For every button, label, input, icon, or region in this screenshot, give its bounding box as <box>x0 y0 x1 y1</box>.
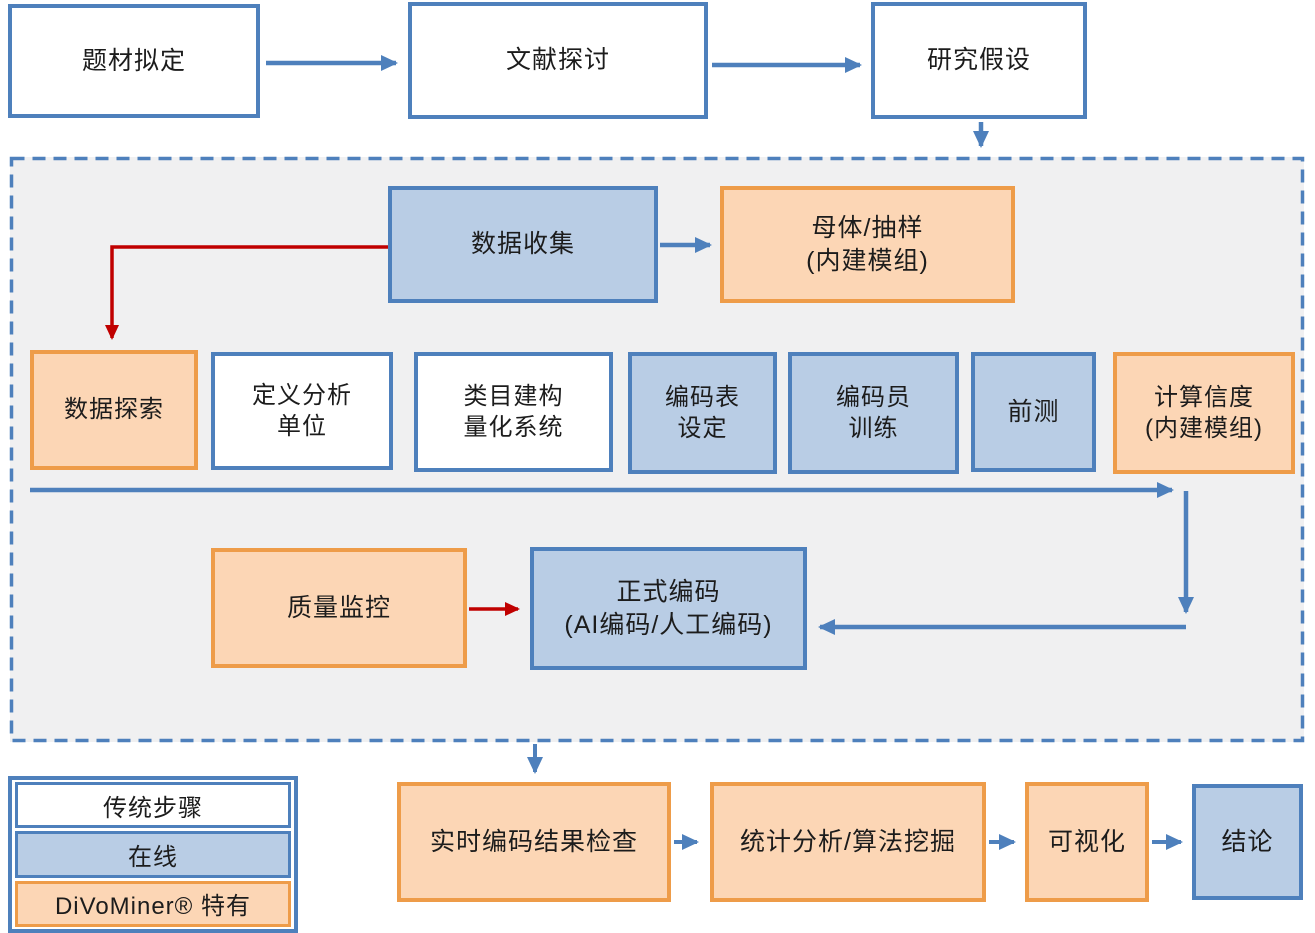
node-quality-monitoring-label: 质量监控 <box>286 593 391 622</box>
legend: 传统步骤 在线 DiVoMiner® 特有 <box>8 776 298 933</box>
node-reliability: 计算信度 (内建模组) <box>1113 352 1295 474</box>
node-codebook-setup: 编码表 设定 <box>628 352 777 474</box>
node-codebook-setup-line2: 设定 <box>677 415 728 442</box>
node-formal-coding-line2: (AI编码/人工编码) <box>564 610 773 639</box>
node-data-collection: 数据收集 <box>388 186 658 303</box>
node-realtime-coding-check-label: 实时编码结果检查 <box>429 827 638 856</box>
node-pretest-label: 前测 <box>1007 397 1060 426</box>
legend-traditional-steps: 传统步骤 <box>15 782 291 829</box>
node-define-analysis-unit-line1: 定义分析 <box>252 381 352 409</box>
node-literature-review-label: 文献探讨 <box>505 46 610 75</box>
node-category-construction-line1: 类目建构 <box>463 382 564 410</box>
node-research-hypothesis-label: 研究假设 <box>926 46 1031 75</box>
node-data-exploration: 数据探索 <box>30 350 198 470</box>
legend-online: 在线 <box>15 831 291 878</box>
node-category-construction-line2: 量化系统 <box>463 414 564 441</box>
node-visualization: 可视化 <box>1025 782 1149 902</box>
node-data-exploration-label: 数据探索 <box>64 396 164 424</box>
node-population-sampling: 母体/抽样 (内建模组) <box>720 186 1015 303</box>
node-realtime-coding-check: 实时编码结果检查 <box>397 782 671 902</box>
node-reliability-line2: (内建模组) <box>1145 415 1263 442</box>
node-topic-label: 题材拟定 <box>81 46 186 75</box>
node-coder-training-line2: 训练 <box>848 415 899 442</box>
node-statistical-analysis-label: 统计分析/算法挖掘 <box>740 827 956 856</box>
node-population-sampling-line2: (内建模组) <box>806 246 929 275</box>
node-conclusion: 结论 <box>1192 784 1303 900</box>
legend-divominer-specific: DiVoMiner® 特有 <box>15 880 291 927</box>
node-formal-coding: 正式编码 (AI编码/人工编码) <box>530 547 807 670</box>
node-topic: 题材拟定 <box>8 4 260 118</box>
node-visualization-label: 可视化 <box>1047 827 1126 856</box>
node-formal-coding-line1: 正式编码 <box>616 578 721 606</box>
node-define-analysis-unit: 定义分析 单位 <box>211 352 393 470</box>
node-category-construction: 类目建构 量化系统 <box>414 352 613 472</box>
node-population-sampling-line1: 母体/抽样 <box>811 214 924 242</box>
node-research-hypothesis: 研究假设 <box>871 2 1087 119</box>
node-literature-review: 文献探讨 <box>408 2 708 119</box>
node-pretest: 前测 <box>971 352 1096 472</box>
node-define-analysis-unit-line2: 单位 <box>277 413 327 440</box>
node-codebook-setup-line1: 编码表 <box>665 383 740 411</box>
node-reliability-line1: 计算信度 <box>1154 383 1254 411</box>
node-quality-monitoring: 质量监控 <box>211 548 467 668</box>
node-coder-training: 编码员 训练 <box>788 352 959 474</box>
legend-traditional-steps-label: 传统步骤 <box>103 794 203 822</box>
node-data-collection-label: 数据收集 <box>470 230 575 259</box>
node-coder-training-line1: 编码员 <box>836 383 911 411</box>
legend-divominer-specific-label: DiVoMiner® 特有 <box>54 893 252 921</box>
node-statistical-analysis: 统计分析/算法挖掘 <box>710 782 986 902</box>
node-conclusion-label: 结论 <box>1221 827 1274 856</box>
legend-online-label: 在线 <box>128 843 178 871</box>
